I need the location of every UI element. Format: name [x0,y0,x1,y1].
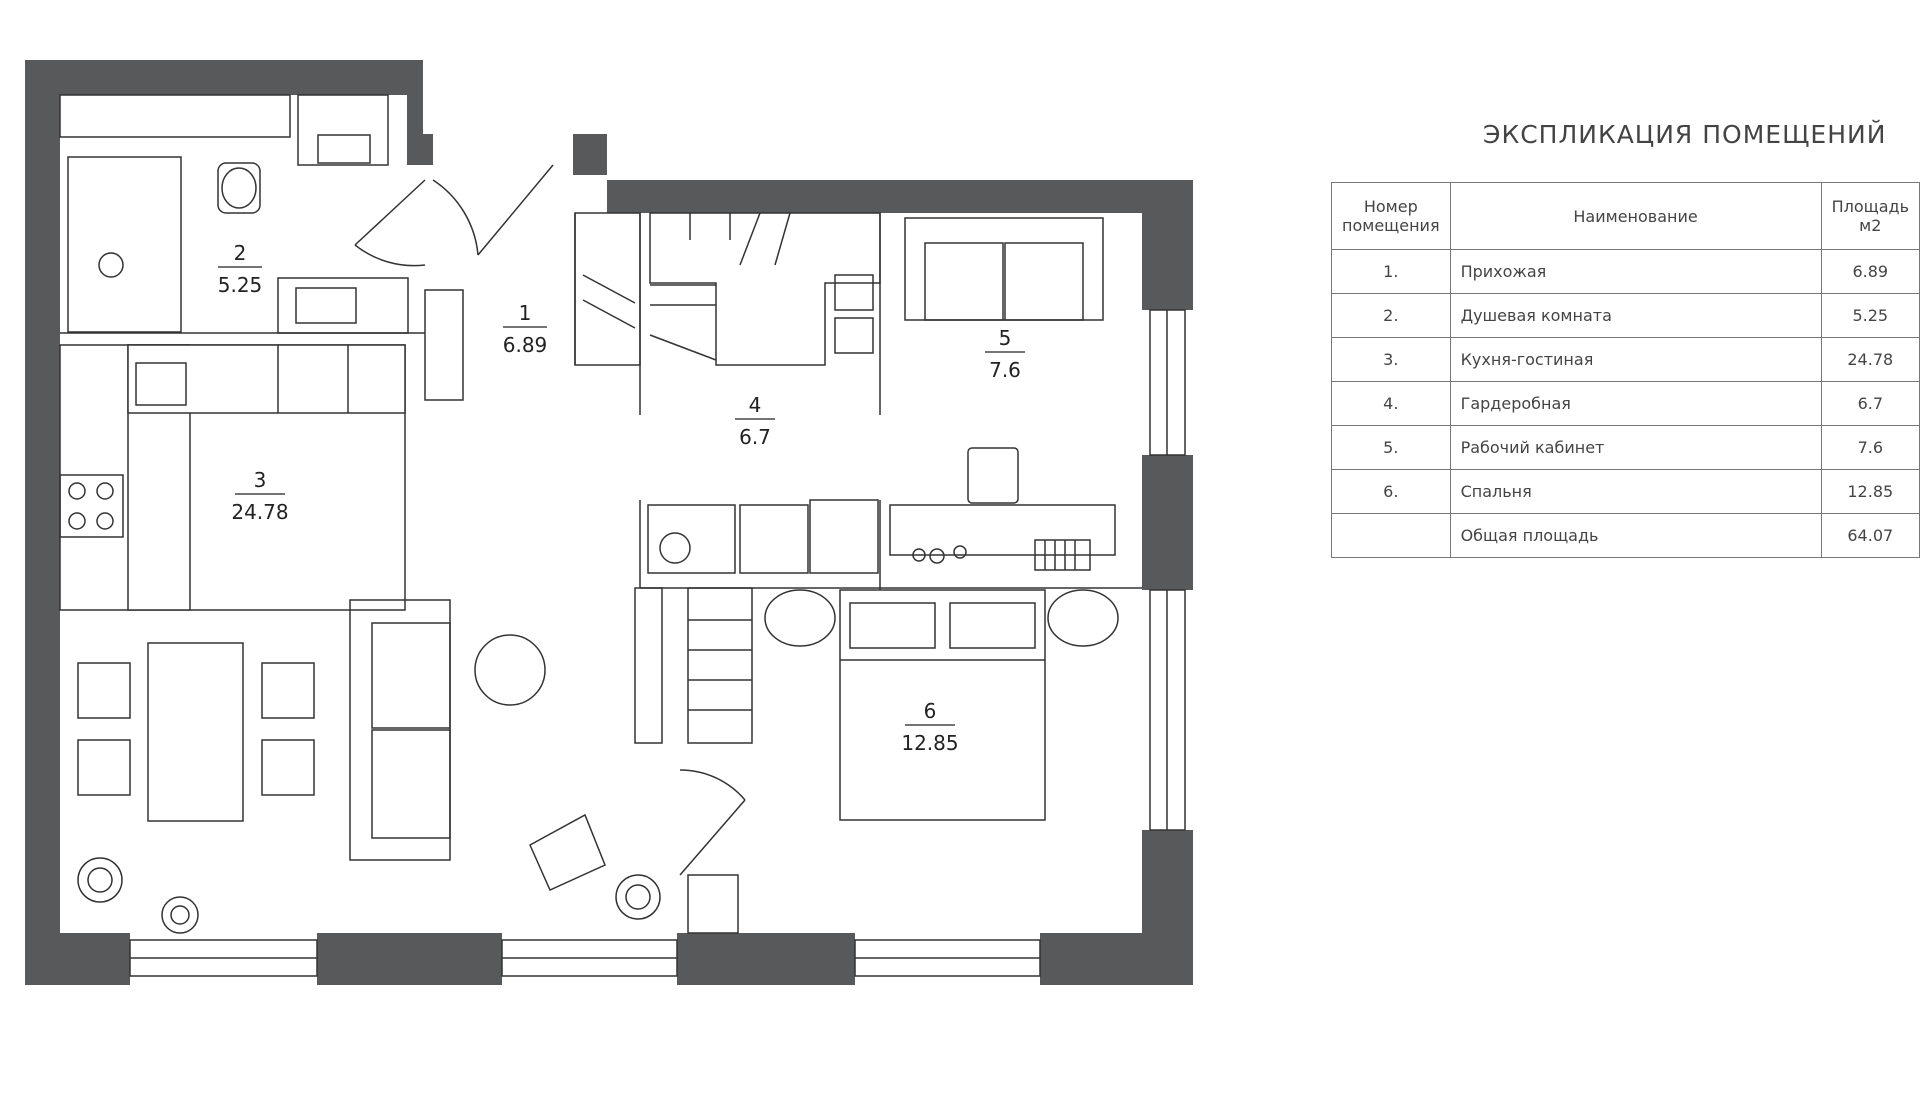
row-area: 7.6 [1820,425,1920,470]
row-name: Душевая комната [1449,293,1822,338]
total-number-cell [1331,513,1451,558]
table-total-row: Общая площадь 64.07 [1331,513,1920,558]
windows [129,309,1186,977]
table-row: 2. Душевая комната 5.25 [1331,293,1920,338]
room-4-area: 6.7 [739,425,771,449]
row-area: 5.25 [1820,293,1920,338]
row-name: Спальня [1449,469,1822,514]
table-row: 5. Рабочий кабинет 7.6 [1331,425,1920,470]
header-area: Площадь м2 [1820,182,1920,250]
room-6-label: 6 12.85 [901,699,958,755]
table-row: 6. Спальня 12.85 [1331,469,1920,514]
row-number: 5. [1331,425,1451,470]
room-4-label: 4 6.7 [735,393,775,449]
row-area: 6.7 [1820,381,1920,426]
row-number: 4. [1331,381,1451,426]
room-1-number: 1 [519,301,532,325]
total-area: 64.07 [1820,513,1920,558]
table-row: 1. Прихожая 6.89 [1331,249,1920,294]
room-5-label: 5 7.6 [985,326,1025,382]
room-3-number: 3 [254,468,267,492]
total-name: Общая площадь [1449,513,1822,558]
row-area: 6.89 [1820,249,1920,294]
room-4-number: 4 [749,393,762,417]
room-3-area: 24.78 [231,500,288,524]
row-number: 3. [1331,337,1451,382]
header-name: Наименование [1449,182,1822,250]
row-number: 1. [1331,249,1451,294]
room-6-number: 6 [924,699,937,723]
row-name: Кухня-гостиная [1449,337,1822,382]
room-5-area: 7.6 [989,358,1021,382]
row-area: 12.85 [1820,469,1920,514]
row-number: 6. [1331,469,1451,514]
row-name: Прихожая [1449,249,1822,294]
table-row: 3. Кухня-гостиная 24.78 [1331,337,1920,382]
explication-title: ЭКСПЛИКАЦИЯ ПОМЕЩЕНИЙ [1483,120,1887,149]
room-6-area: 12.85 [901,731,958,755]
room-1-label: 1 6.89 [503,301,548,357]
table-header: Номер помещения Наименование Площадь м2 [1331,182,1920,250]
row-area: 24.78 [1820,337,1920,382]
interior-lines [59,94,1142,934]
room-2-area: 5.25 [218,273,263,297]
floor-plan: 1 6.89 2 5.25 3 24.78 4 6.7 5 7.6 6 12.8… [25,60,1193,985]
row-name: Рабочий кабинет [1449,425,1822,470]
room-3-label: 3 24.78 [231,468,288,524]
room-5-number: 5 [999,326,1012,350]
row-number: 2. [1331,293,1451,338]
room-1-area: 6.89 [503,333,548,357]
room-2-label: 2 5.25 [218,241,263,297]
explication-table: Номер помещения Наименование Площадь м2 … [1331,182,1920,558]
exterior-walls [25,60,1193,985]
table-row: 4. Гардеробная 6.7 [1331,381,1920,426]
row-name: Гардеробная [1449,381,1822,426]
room-2-number: 2 [234,241,247,265]
header-number: Номер помещения [1331,182,1451,250]
